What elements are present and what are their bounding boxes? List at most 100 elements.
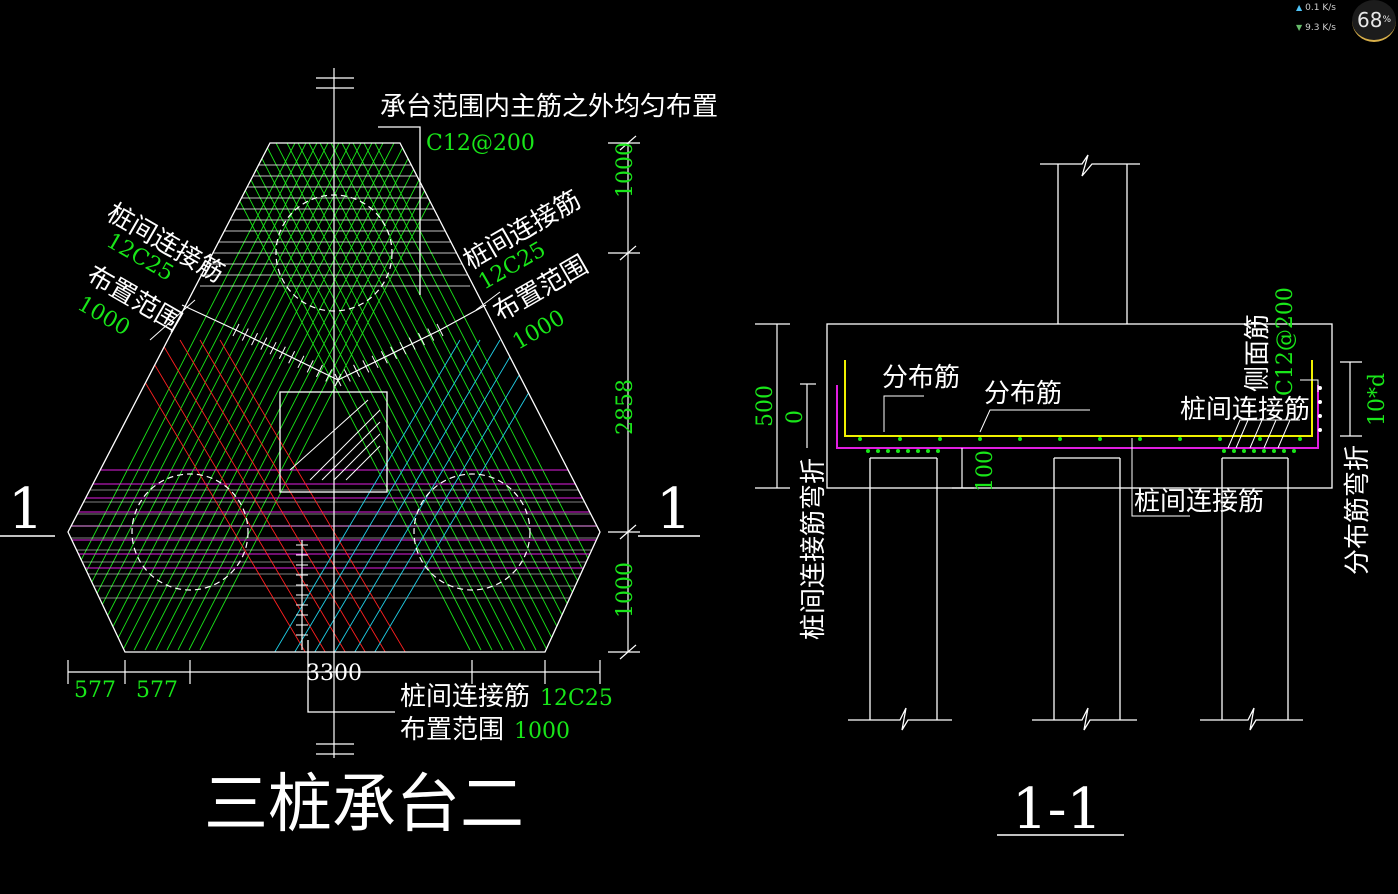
bottom-label-line2: 布置范围 — [400, 715, 504, 745]
label-dist-1: 分布筋 — [882, 363, 960, 393]
rebar-line — [159, 339, 351, 652]
link-tick — [232, 323, 240, 337]
rebar-dot — [936, 449, 940, 453]
column-hatch — [289, 399, 381, 481]
rebar-line — [89, 143, 351, 651]
rebar-line — [209, 143, 471, 651]
rebar-dot — [1298, 437, 1302, 441]
rebar-dot — [1292, 449, 1296, 453]
rebar-dot — [1272, 449, 1276, 453]
rebar-dot — [1098, 437, 1102, 441]
label-side-rebar: 侧面筋 — [1243, 314, 1273, 392]
link-tick — [241, 328, 249, 341]
rebar-line — [330, 143, 592, 651]
dim-bottom: 1000 — [613, 562, 638, 618]
dim-10d: 10*d — [1365, 373, 1390, 426]
rebar-line — [177, 143, 439, 651]
section-title: 1-1 — [1012, 777, 1102, 842]
rebar-dot — [906, 449, 910, 453]
rebar-line — [308, 143, 570, 651]
label-dist-2: 分布筋 — [984, 379, 1062, 409]
section-mark-left: 1 — [8, 477, 44, 542]
rebar-dot — [938, 437, 942, 441]
plan-view: 1 1 承台范围内主筋之外均匀布置 C12@200 桩间连接筋 12C25 布置… — [0, 68, 718, 842]
rebar-dot — [1138, 437, 1142, 441]
rebar-dot — [1222, 449, 1226, 453]
section-piles — [848, 457, 1303, 731]
rebar-dot — [926, 449, 930, 453]
upload-value: 0.1 — [1305, 3, 1320, 13]
link-tick — [297, 355, 305, 369]
section-mark-right: 1 — [656, 477, 692, 542]
upload-speed: ▲0.1 K/s — [1296, 3, 1336, 13]
network-speed-widget[interactable]: ▲0.1 K/s ▼9.3 K/s 68% — [1286, 0, 1398, 44]
rebar-line — [166, 143, 428, 651]
link-tick — [380, 351, 388, 364]
upload-unit: K/s — [1322, 3, 1336, 13]
rebar-line — [199, 143, 461, 651]
link-tick — [278, 346, 286, 359]
rebar-line — [253, 143, 515, 651]
rebar-line — [219, 339, 411, 652]
rebar-line — [349, 339, 541, 652]
rebar-line — [319, 143, 581, 651]
rebar-line — [341, 143, 600, 651]
section-link-rebar — [836, 385, 1319, 449]
rebar-line — [119, 339, 311, 652]
rebar-line — [269, 339, 461, 652]
rebar-line — [286, 143, 548, 651]
link-tick — [334, 373, 342, 387]
upload-arrow-icon: ▲ — [1296, 3, 1303, 12]
download-value: 9.3 — [1305, 23, 1320, 33]
section-distribution-rebar — [844, 360, 1313, 437]
dim-middle: 2858 — [613, 379, 638, 435]
rebar-dot — [858, 437, 862, 441]
rebar-dot — [1262, 449, 1266, 453]
bottom-label-range: 1000 — [514, 719, 570, 744]
rebar-dot — [898, 437, 902, 441]
link-tick — [325, 369, 333, 382]
memory-percent-badge[interactable]: 68% — [1352, 0, 1396, 42]
rebar-line — [242, 143, 504, 651]
rebar-line — [352, 143, 600, 651]
rebar-dot — [1252, 449, 1256, 453]
link-tick — [251, 332, 258, 346]
rebar-dot — [886, 449, 890, 453]
rebar-line — [144, 143, 406, 651]
rebar-line — [122, 143, 384, 651]
link-tick — [436, 323, 444, 337]
rebar-line — [155, 143, 417, 651]
rebar-dot — [1232, 449, 1236, 453]
link-tick — [353, 364, 360, 378]
link-tick — [316, 364, 323, 378]
rebar-line — [100, 143, 362, 651]
label-right-vertical: 分布筋弯折 — [1343, 445, 1373, 575]
rebar-line — [139, 339, 331, 652]
rebar-line — [188, 143, 450, 651]
rebar-dot — [1258, 437, 1262, 441]
download-arrow-icon: ▼ — [1296, 23, 1303, 32]
download-speed: ▼9.3 K/s — [1296, 23, 1336, 33]
section-cap-outline — [826, 323, 1333, 489]
link-tick — [399, 341, 407, 355]
percent-unit: % — [1382, 15, 1391, 25]
dimension-bottom — [67, 660, 601, 684]
rebar-line — [133, 143, 395, 651]
dim-top: 1000 — [613, 142, 638, 198]
rebar-line — [179, 339, 371, 652]
rebar-line — [199, 339, 391, 652]
section-leaders — [883, 379, 1319, 517]
download-unit: K/s — [1322, 23, 1336, 33]
label-side-spec: C12@200 — [1273, 287, 1298, 396]
bottom-label-line1: 桩间连接筋 — [400, 682, 530, 712]
dimension-right — [608, 135, 640, 660]
label-link-right: 桩间连接筋 — [1180, 395, 1310, 425]
rebar-line — [111, 143, 373, 651]
leader-top-note — [378, 126, 421, 295]
link-tick — [288, 351, 296, 364]
bottom-label-spec: 12C25 — [540, 686, 613, 711]
dim-0: 0 — [783, 410, 808, 424]
rebar-line — [78, 143, 340, 651]
link-tick — [390, 346, 398, 359]
